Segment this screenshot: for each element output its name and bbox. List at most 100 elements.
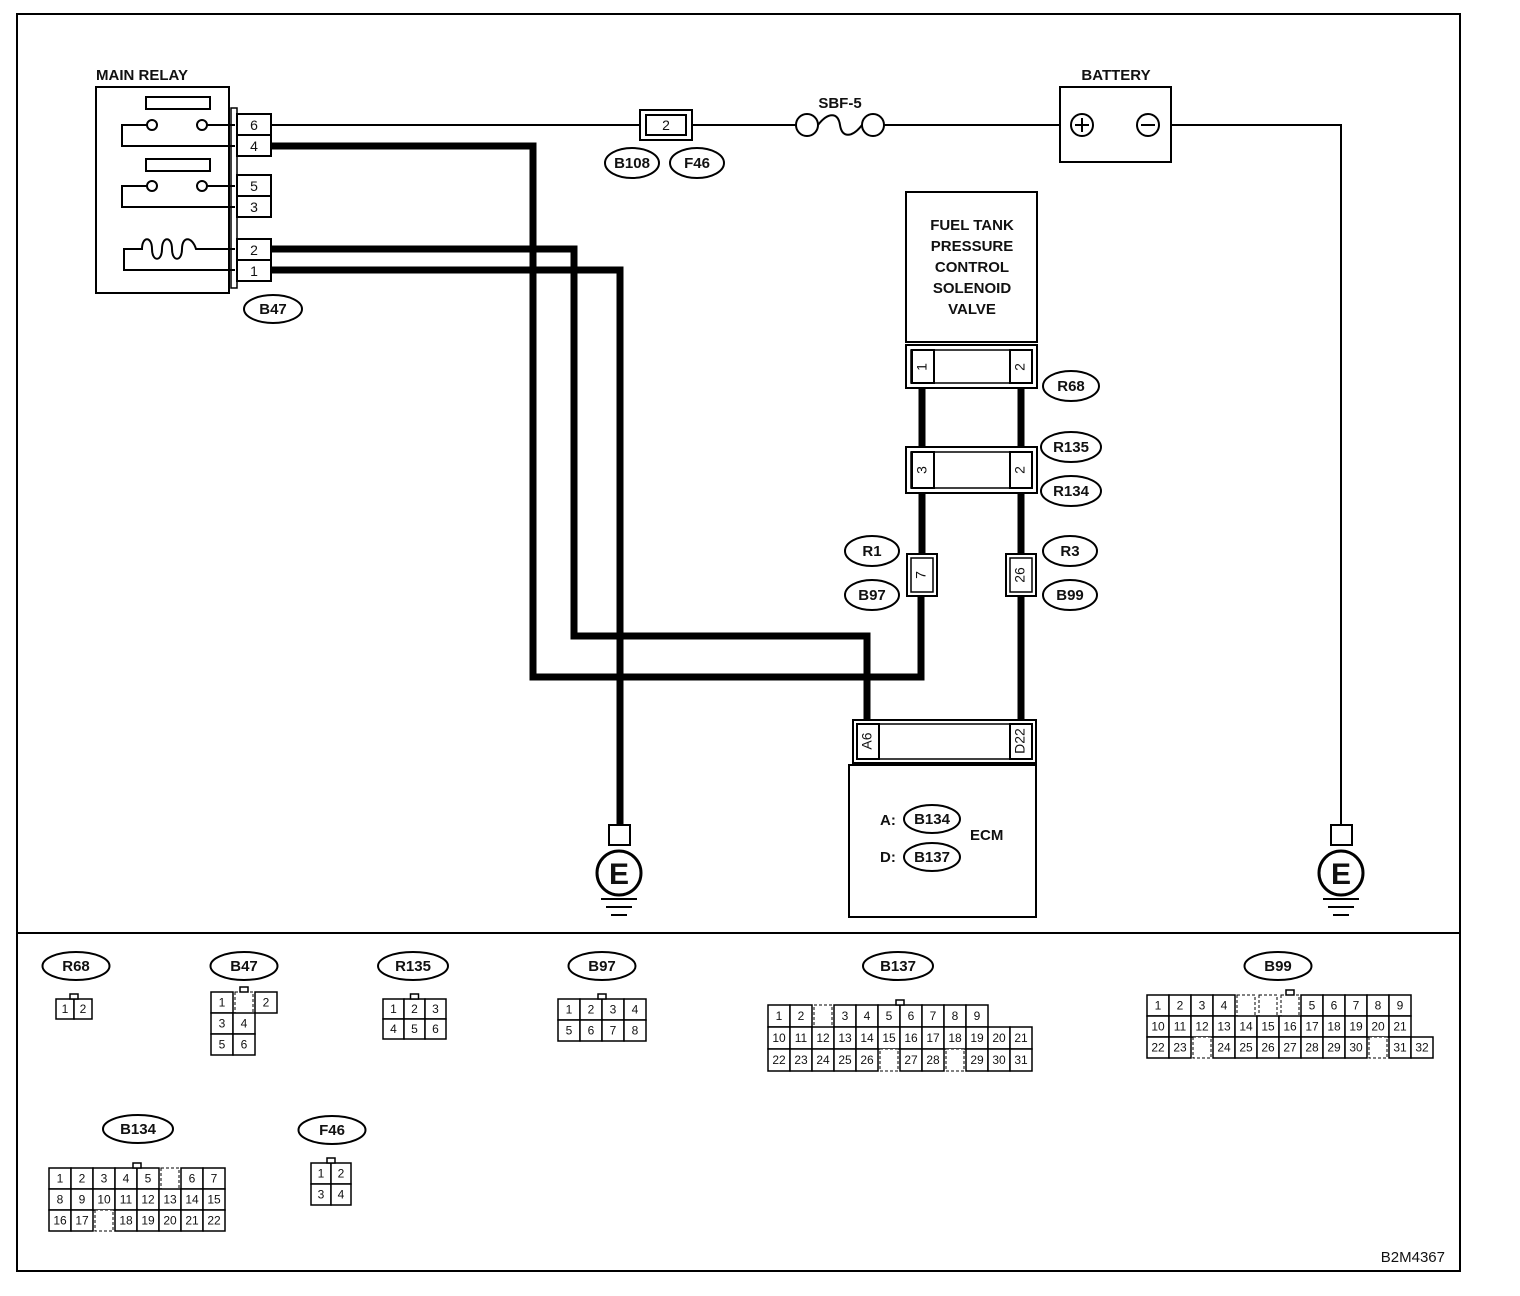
connector-id-r68: R68 [1057, 378, 1085, 395]
connector-r1-b97: 7 R1 B97 [844, 535, 938, 611]
connector-id-r1: R1 [862, 543, 881, 560]
pin-cell: 4 [338, 1188, 345, 1202]
pin-cell: 24 [1217, 1041, 1231, 1055]
connector-id-r134: R134 [1053, 483, 1090, 500]
pin-cell: 2 [411, 1002, 418, 1016]
pin-cell: 8 [632, 1024, 639, 1038]
pin-cell: 26 [860, 1053, 874, 1067]
connector-id-b108: B108 [614, 155, 650, 172]
pin-cell: 2 [263, 996, 270, 1010]
pin-cell: 3 [318, 1188, 325, 1202]
fuse-element [817, 114, 863, 136]
pin-cell: 6 [241, 1038, 248, 1052]
ground-symbol: E [609, 858, 629, 891]
pin-cell: 12 [1195, 1020, 1209, 1034]
solenoid-label-line: CONTROL [935, 259, 1009, 276]
pin-cell: 30 [992, 1053, 1006, 1067]
pin-label: 26 [1012, 567, 1028, 583]
pin-cell: 22 [772, 1053, 786, 1067]
pin-cell: 3 [842, 1009, 849, 1023]
pin-cell: 9 [974, 1009, 981, 1023]
ecm-pin-d22: D22 [1012, 728, 1028, 754]
pin-cell: 18 [119, 1214, 133, 1228]
ecm-legend-prefix: D: [880, 849, 896, 866]
solenoid-pin-2: 2 [1012, 363, 1028, 371]
pin-cell: 5 [566, 1024, 573, 1038]
face-id: R135 [395, 958, 431, 975]
pin-cell: 4 [632, 1003, 639, 1017]
pin-cell: 14 [860, 1031, 874, 1045]
pin-cell: 28 [926, 1053, 940, 1067]
drawing-code: B2M4367 [1381, 1249, 1445, 1266]
pin-cell: 1 [219, 996, 226, 1010]
pin-cell: 16 [53, 1214, 67, 1228]
pin-cell: 17 [1305, 1020, 1319, 1034]
pin-cell: 18 [948, 1031, 962, 1045]
pin-cell: 25 [1239, 1041, 1253, 1055]
relay-pin-1: 1 [250, 263, 258, 279]
pin-cell: 5 [219, 1038, 226, 1052]
inline-connector-b108-f46: 2 B108 F46 [604, 109, 725, 179]
pin-label: 2 [662, 117, 670, 133]
pin-cell: 15 [1261, 1020, 1275, 1034]
pin-cell: 10 [772, 1031, 786, 1045]
pin-cell: 16 [904, 1031, 918, 1045]
connector-id-b137: B137 [914, 849, 950, 866]
pin-cell: 27 [1283, 1041, 1297, 1055]
pin-cell: 2 [79, 1172, 86, 1186]
joint-pin-2: 2 [1012, 466, 1028, 474]
pin-cell: 7 [211, 1172, 218, 1186]
pin-cell: 8 [57, 1193, 64, 1207]
relay-contact-bar [145, 158, 211, 172]
pin-cell: 13 [838, 1031, 852, 1045]
diagram-frame [16, 13, 1461, 1272]
wires [270, 124, 1342, 825]
pin-cell: 28 [1305, 1041, 1319, 1055]
battery-label: BATTERY [1081, 67, 1150, 84]
pin-cell: 24 [816, 1053, 830, 1067]
pin-cell: 11 [1174, 1020, 1187, 1034]
fuse-sbf5: SBF-5 [795, 95, 885, 137]
pin-cell: 1 [318, 1167, 325, 1181]
wire-relay1-to-ground [270, 266, 624, 825]
pin-cell: 10 [97, 1193, 111, 1207]
pin-cell: 3 [432, 1002, 439, 1016]
face-id: B47 [230, 958, 258, 975]
connector-id-b97: B97 [858, 587, 886, 604]
pin-cell: 32 [1415, 1041, 1429, 1055]
pin-cell: 31 [1014, 1053, 1028, 1067]
pin-cell: 5 [886, 1009, 893, 1023]
main-relay: MAIN RELAY 6 4 5 3 2 1 B47 [95, 67, 303, 324]
pin-cell: 4 [123, 1172, 130, 1186]
pin-cell: 19 [141, 1214, 155, 1228]
battery: BATTERY [1059, 67, 1172, 163]
pin-cell: 3 [610, 1003, 617, 1017]
pin-cell: 23 [794, 1053, 808, 1067]
fuel-tank-solenoid-valve: FUEL TANK PRESSURE CONTROL SOLENOID VALV… [905, 191, 1100, 402]
relay-pin-4: 4 [250, 138, 258, 154]
pin-cell: 3 [1199, 999, 1206, 1013]
relay-pin-3: 3 [250, 199, 258, 215]
pin-cell: 4 [1221, 999, 1228, 1013]
relay-pin-2: 2 [250, 242, 258, 258]
pin-cell: 7 [610, 1024, 617, 1038]
pin-cell: 19 [1349, 1020, 1363, 1034]
pin-cell: 1 [390, 1002, 397, 1016]
pin-cell: 1 [566, 1003, 573, 1017]
pin-cell: 22 [1151, 1041, 1165, 1055]
pin-cell: 6 [908, 1009, 915, 1023]
joint-connector-r135-r134: 3 2 R135 R134 [905, 431, 1102, 507]
pin-cell: 26 [1261, 1041, 1275, 1055]
pin-cell: 6 [1331, 999, 1338, 1013]
pin-cell: 1 [57, 1172, 64, 1186]
connector-id-r135: R135 [1053, 439, 1089, 456]
pin-cell: 3 [101, 1172, 108, 1186]
pin-cell: 2 [338, 1167, 345, 1181]
